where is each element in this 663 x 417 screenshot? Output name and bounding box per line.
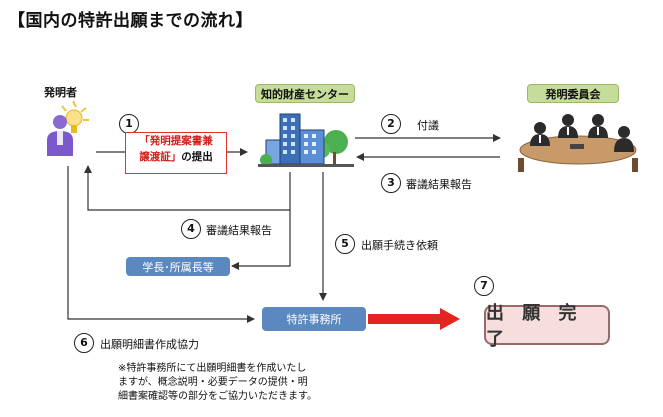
footnote-line3: 細書案確認等の部分をご協力いただきます。 (118, 390, 317, 404)
submission-line1: 「発明提案書兼 (126, 133, 226, 149)
committee-box: 発明委員会 (527, 84, 619, 103)
step-2-badge: 2 (381, 114, 401, 134)
filing-complete-label: 出 願 完 了 (486, 299, 608, 351)
arrow-to-complete (368, 308, 460, 330)
building-icon (258, 108, 354, 170)
patent-office-box: 特許事務所 (262, 307, 366, 331)
step-6-badge: 6 (74, 333, 94, 353)
step-6-label: 出願明細書作成協力 (100, 336, 199, 352)
filing-complete-box: 出 願 完 了 (484, 305, 610, 345)
center-box: 知的財産センター (255, 84, 355, 103)
committee-label: 発明委員会 (546, 86, 601, 102)
step-4-badge: 4 (181, 219, 201, 239)
inventor-icon (40, 98, 96, 158)
arrow-to-dean (232, 210, 290, 266)
dean-box: 学長･所属長等 (126, 257, 230, 276)
step-2-label: 付議 (417, 117, 439, 133)
patent-office-label: 特許事務所 (287, 311, 342, 327)
footnote-line1: ※特許事務所にて出願明細書を作成いたし (118, 362, 317, 376)
step-5-badge: 5 (335, 234, 355, 254)
step-7-badge: 7 (474, 276, 494, 296)
footnote: ※特許事務所にて出願明細書を作成いたし ますが、概念説明・必要データの提供・明 … (118, 362, 317, 404)
center-label: 知的財産センター (261, 86, 349, 102)
arrow-cooperation (68, 166, 254, 319)
step-1-badge: 1 (119, 114, 139, 134)
step-4-label: 審議結果報告 (206, 222, 272, 238)
footnote-line2: ますが、概念説明・必要データの提供・明 (118, 376, 317, 390)
submission-doc-label: 「発明提案書兼 譲渡証」の提出 (125, 132, 227, 174)
submission-line2-black: の提出 (181, 151, 213, 163)
committee-meeting-icon (510, 106, 646, 178)
step-5-label: 出願手続き依頼 (361, 237, 438, 253)
submission-line2-red: 譲渡証」 (139, 151, 181, 163)
dean-label: 学長･所属長等 (142, 259, 214, 275)
step-3-label: 審議結果報告 (406, 176, 472, 192)
step-3-badge: 3 (381, 173, 401, 193)
